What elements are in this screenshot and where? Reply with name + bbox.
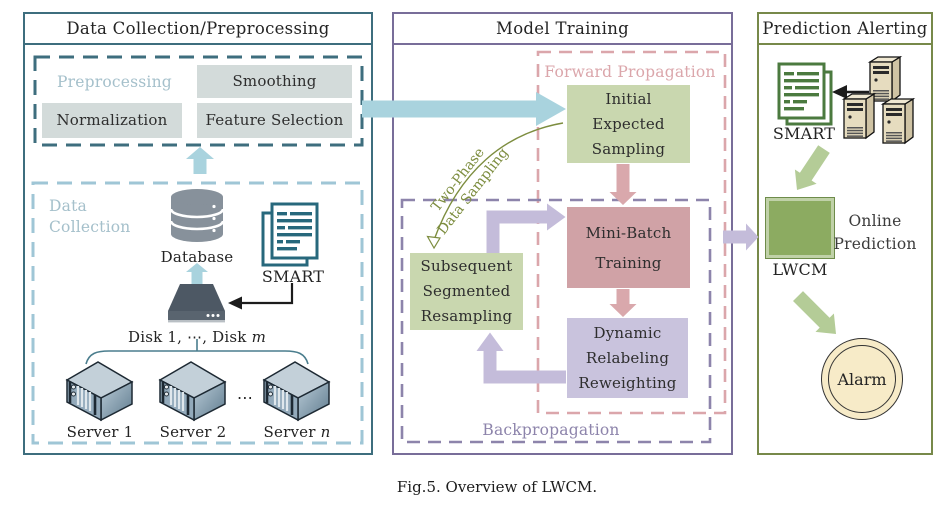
server-count-variable: n	[320, 423, 331, 441]
figure-caption: Fig.5. Overview of LWCM.	[396, 478, 598, 496]
lwcm-label: LWCM	[772, 260, 828, 279]
servers-ellipsis: ⋯	[236, 388, 254, 407]
box-subsequent-resampling: Subsequent Segmented Resampling	[410, 253, 523, 330]
smart-label-left: SMART	[261, 267, 325, 286]
disk-count-variable: m	[251, 328, 267, 346]
server-n-label: Server n	[263, 423, 331, 441]
backpropagation-label: Backpropagation	[482, 421, 620, 439]
box-dynamic-relabeling: Dynamic Relabeling Reweighting	[567, 318, 688, 398]
server2-label: Server 2	[159, 423, 227, 441]
panel-title-data-collection: Data Collection/Preprocessing	[25, 14, 371, 45]
data-collection-region-label: Data Collection	[49, 197, 131, 236]
disk-range-label: Disk 1, ⋯, Disk m	[127, 328, 267, 346]
box-lwcm-model	[765, 197, 835, 259]
panel-data-collection-preprocessing: Data Collection/Preprocessing	[23, 12, 373, 455]
smart-label-right: SMART	[772, 124, 836, 143]
box-normalization: Normalization	[42, 103, 182, 138]
preprocessing-region-label: Preprocessing	[57, 73, 172, 91]
box-feature-selection: Feature Selection	[197, 103, 352, 138]
database-label: Database	[160, 248, 234, 266]
box-mini-batch-training: Mini-Batch Training	[567, 207, 690, 288]
box-initial-expected-sampling: Initial Expected Sampling	[567, 85, 690, 163]
online-prediction-label: Online Prediction	[833, 212, 917, 253]
server1-label: Server 1	[66, 423, 134, 441]
panel-title-model-training: Model Training	[394, 14, 731, 45]
panel-title-prediction-alerting: Prediction Alerting	[759, 14, 931, 45]
alarm-icon: Alarm	[821, 338, 903, 420]
box-smoothing-label: Smoothing	[232, 72, 317, 90]
box-feature-selection-label: Feature Selection	[205, 111, 344, 129]
box-normalization-label: Normalization	[56, 111, 168, 129]
forward-propagation-label: Forward Propagation	[544, 63, 716, 81]
box-smoothing: Smoothing	[197, 65, 352, 98]
alarm-label: Alarm	[828, 345, 896, 413]
